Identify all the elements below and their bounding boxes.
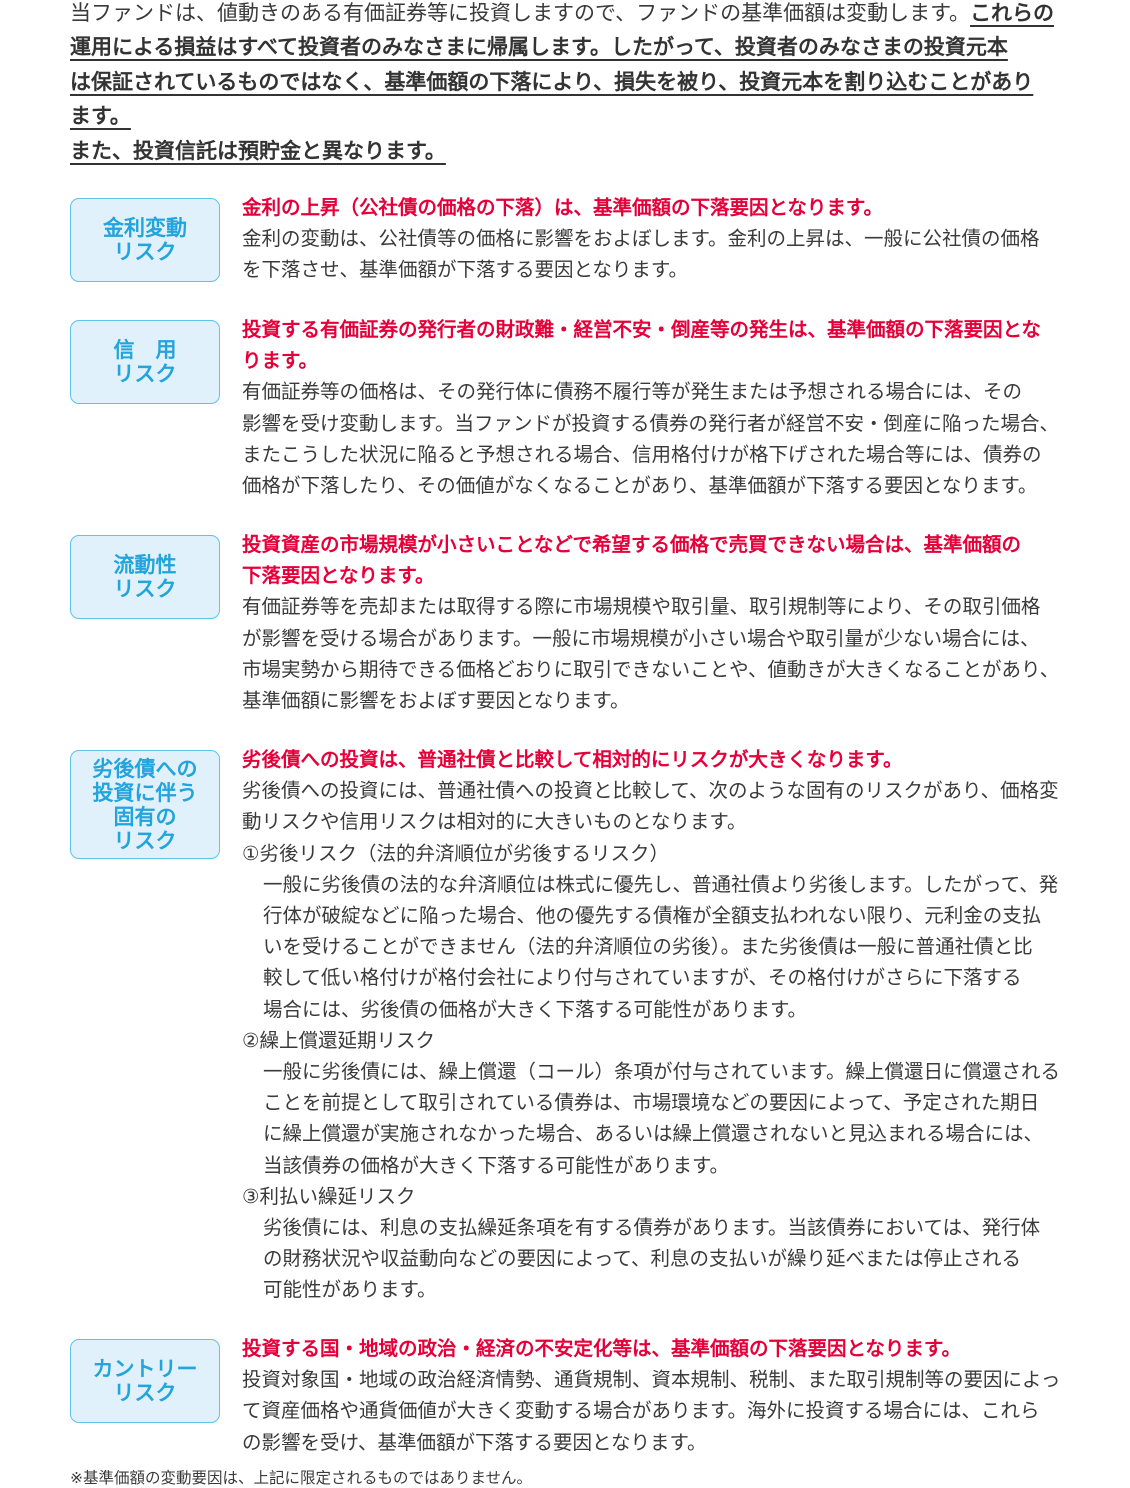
intro-line: 当ファンドは、値動きのある有価証券等に投資しますので、ファンドの基準価額は変動し… (70, 0, 1070, 30)
intro-underlined-text: 運用による損益はすべて投資者のみなさまに帰属します。したがって、投資者のみなさま… (70, 35, 1008, 60)
risk-body-line: ②繰上償還延期リスク (242, 1028, 435, 1052)
risk-label-box: 劣後債への投資に伴う固有のリスク (70, 750, 220, 859)
risk-body-line: ③利払い繰延リスク (242, 1184, 416, 1208)
risk-label-box: 金利変動リスク (70, 198, 220, 282)
risk-label-line: リスク (113, 1381, 177, 1405)
risk-label-line: リスク (113, 577, 177, 601)
risk-body-line: 劣後債への投資には、普通社債への投資と比較して、次のような固有のリスクがあり、価… (242, 779, 1059, 803)
risk-body-line: 金利の変動は、公社債等の価格に影響をおよぼします。金利の上昇は、一般に公社債の価… (242, 227, 1040, 251)
intro-line: また、投資信託は預貯金と異なります。 (70, 134, 1070, 168)
risk-body-line: 一般に劣後債には、繰上償還（コール）条項が付与されています。繰上償還日に償還され… (263, 1060, 1060, 1084)
risk-label-box: 流動性リスク (70, 535, 220, 619)
risk-body-line: を下落させ、基準価額が下落する要因となります。 (242, 258, 688, 282)
intro-text: 当ファンドは、値動きのある有価証券等に投資しますので、ファンドの基準価額は変動し… (70, 1, 971, 25)
risk-description: 金利の上昇（公社債の価格の下落）は、基準価額の下落要因となります。金利の変動は、… (242, 192, 1082, 286)
risk-description: 劣後債への投資は、普通社債と比較して相対的にリスクが大きくなります。劣後債への投… (242, 744, 1082, 1306)
footnote: ※基準価額の変動要因は、上記に限定されるものではありません。 (70, 1469, 533, 1487)
intro-underlined-text: ます。 (70, 104, 131, 129)
risk-description: 投資資産の市場規模が小さいことなどで希望する価格で売買できない場合は、基準価額の… (242, 529, 1082, 716)
intro-line: ます。 (70, 99, 1070, 133)
risk-label-line: 信 用 (113, 338, 177, 362)
risk-headline: 投資する有価証券の発行者の財政難・経営不安・倒産等の発生は、基準価額の下落要因と… (242, 318, 1041, 341)
risk-description: 投資する国・地域の政治・経済の不安定化等は、基準価額の下落要因となります。投資対… (242, 1333, 1082, 1458)
risk-body-line: またこうした状況に陥ると予想される場合、信用格付けが格下げされた場合等には、債券… (242, 442, 1042, 466)
risk-label-line: 金利変動 (103, 216, 187, 240)
risk-label-line: 固有の (113, 804, 177, 829)
intro-underlined-text: また、投資信託は預貯金と異なります。 (70, 138, 446, 163)
risk-body-line: 市場実勢から期待できる価格どおりに取引できないことや、値動きが大きくなることがあ… (242, 657, 1060, 681)
risk-body-line: 有価証券等の価格は、その発行体に債務不履行等が発生または予想される場合には、その (242, 380, 1023, 404)
risk-body-line: 当該債券の価格が大きく下落する可能性があります。 (263, 1153, 730, 1177)
risk-body-line: 有価証券等を売却または取得する際に市場規模や取引量、取引規制等により、その取引価… (242, 595, 1041, 619)
risk-body-line: 可能性があります。 (263, 1278, 437, 1302)
risk-label-line: 劣後債への (92, 756, 198, 781)
risk-label-line: リスク (113, 240, 177, 264)
risk-body-line: 較して低い格付けが格付会社により付与されていますが、その格付けがさらに下落する (263, 966, 1022, 990)
risk-description: 投資する有価証券の発行者の財政難・経営不安・倒産等の発生は、基準価額の下落要因と… (242, 314, 1082, 501)
risk-body-line: の影響を受け、基準価額が下落する要因となります。 (242, 1430, 707, 1454)
risk-body-line: て資産価格や通貨価値が大きく変動する場合があります。海外に投資する場合には、これ… (242, 1399, 1040, 1423)
risk-body-line: 場合には、劣後債の価格が大きく下落する可能性があります。 (263, 997, 808, 1021)
risk-headline: ります。 (242, 349, 319, 373)
risk-body-line: 影響を受け変動します。当ファンドが投資する債券の発行者が経営不安・倒産に陥った場… (242, 411, 1060, 435)
intro-line: 運用による損益はすべて投資者のみなさまに帰属します。したがって、投資者のみなさま… (70, 30, 1070, 64)
risk-label-line: リスク (113, 828, 177, 853)
risk-body-line: の財務状況や収益動向などの要因によって、利息の支払いが繰り延べまたは停止される (263, 1247, 1021, 1271)
risk-headline: 劣後債への投資は、普通社債と比較して相対的にリスクが大きくなります。 (242, 748, 903, 771)
risk-body-line: 価格が下落したり、その価値がなくなることがあり、基準価額が下落する要因となります… (242, 474, 1038, 498)
risk-body-line: 一般に劣後債の法的な弁済順位は株式に優先し、普通社債より劣後します。したがって、… (263, 872, 1059, 896)
risk-headline: 金利の上昇（公社債の価格の下落）は、基準価額の下落要因となります。 (242, 196, 883, 219)
risk-label-line: カントリー (92, 1357, 198, 1381)
risk-body-line: 投資対象国・地域の政治経済情勢、通貨規制、資本規制、税制、また取引規制等の要因に… (242, 1368, 1061, 1392)
risk-body-line: が影響を受ける場合があります。一般に市場規模が小さい場合や取引量が少ない場合には… (242, 626, 1040, 650)
risk-body-line: 劣後債には、利息の支払繰延条項を有する債券があります。当該債券においては、発行体 (263, 1216, 1041, 1240)
risk-body-line: 行体が破綻などに陥った場合、他の優先する債権が全額支払われない限り、元利金の支払 (263, 904, 1042, 928)
intro-underlined-text: は保証されているものではなく、基準価額の下落により、損失を被り、投資元本を割り込… (70, 69, 1034, 94)
risk-label-line: 投資に伴う (92, 780, 198, 805)
risk-body-line: 動リスクや信用リスクは相対的に大きいものとなります。 (242, 810, 747, 834)
risk-body-line: 基準価額に影響をおよぼす要因となります。 (242, 689, 630, 713)
risk-body-line: ①劣後リスク（法的弁済順位が劣後するリスク） (242, 841, 669, 865)
risk-body-line: いを受けることができません（法的弁済順位の劣後）。また劣後債は一般に普通社債と比 (263, 935, 1033, 959)
risk-label-line: 流動性 (113, 553, 177, 577)
risk-body-line: ことを前提として取引されている債券は、市場環境などの要因によって、予定された期日 (263, 1091, 1040, 1115)
risk-label-box: 信 用リスク (70, 320, 220, 404)
intro-line: は保証されているものではなく、基準価額の下落により、損失を被り、投資元本を割り込… (70, 65, 1070, 99)
intro-disclaimer: 当ファンドは、値動きのある有価証券等に投資しますので、ファンドの基準価額は変動し… (70, 0, 1070, 168)
risk-headline: 投資する国・地域の政治・経済の不安定化等は、基準価額の下落要因となります。 (242, 1337, 961, 1360)
risk-body-line: に繰上償還が実施されなかった場合、あるいは繰上償還されないと見込まれる場合には、 (263, 1122, 1044, 1146)
intro-underlined-text: これらの (970, 1, 1055, 25)
risk-headline: 投資資産の市場規模が小さいことなどで希望する価格で売買できない場合は、基準価額の (242, 533, 1022, 556)
risk-label-line: リスク (113, 362, 177, 386)
risk-headline: 下落要因となります。 (242, 564, 435, 588)
risk-label-box: カントリーリスク (70, 1339, 220, 1423)
